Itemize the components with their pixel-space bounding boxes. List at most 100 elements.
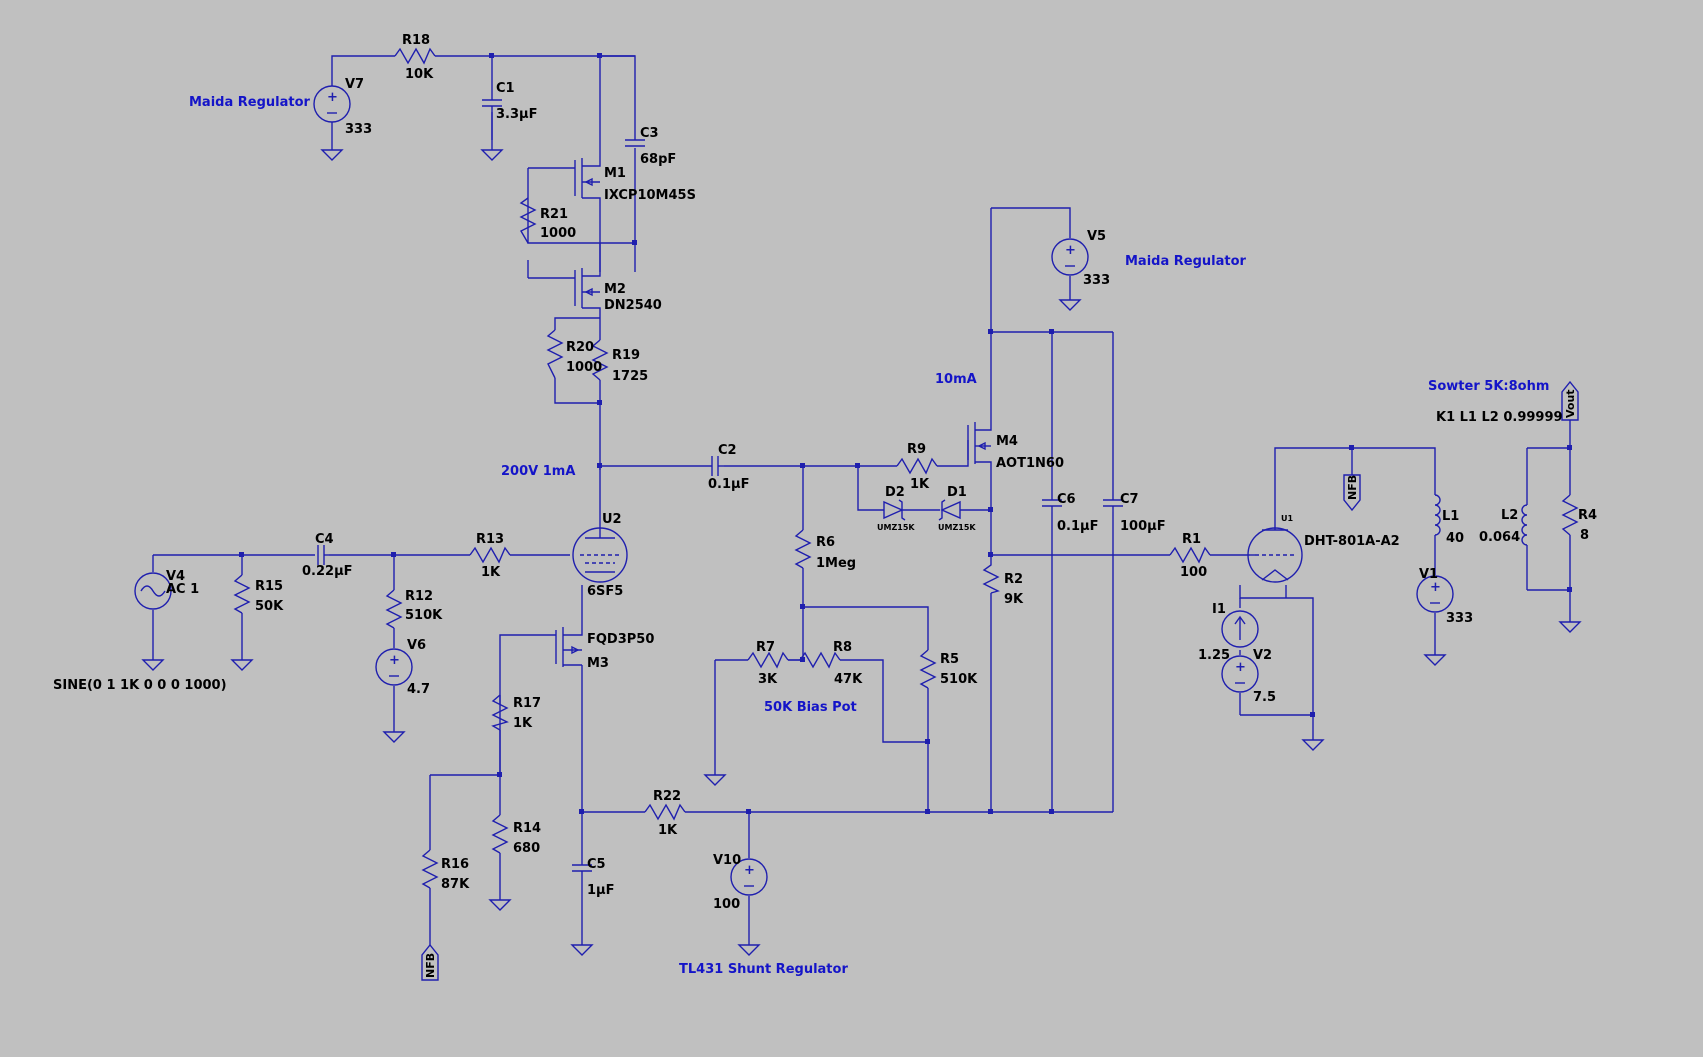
label-r16-name: R16 <box>441 857 469 872</box>
mosfet-M2[interactable] <box>574 268 601 318</box>
label-d1-value: UMZ15K <box>938 523 976 532</box>
label-v5-value: 333 <box>1083 273 1110 288</box>
label-i1-name: I1 <box>1212 602 1226 617</box>
schematic-notes: Maida Regulator Maida Regulator 10mA 200… <box>53 95 1563 977</box>
label-r13-name: R13 <box>476 532 504 547</box>
label-m1-name: M1 <box>604 166 626 181</box>
resistor-R1[interactable] <box>1169 546 1211 564</box>
vacuum-tube-U2[interactable] <box>572 525 628 583</box>
resistor-R6[interactable] <box>794 529 812 569</box>
mosfet-M4[interactable] <box>967 420 992 470</box>
label-m3-name: M3 <box>587 656 609 671</box>
resistor-R17[interactable] <box>491 694 509 731</box>
resistor-R15[interactable] <box>233 574 251 614</box>
label-r18-name: R18 <box>402 33 430 48</box>
resistor-R14[interactable] <box>491 814 509 854</box>
label-c4-name: C4 <box>315 532 334 547</box>
nfb-label: NFB <box>1346 475 1359 500</box>
label-c3-name: C3 <box>640 126 659 141</box>
label-r19-name: R19 <box>612 348 640 363</box>
note-maida-regulator-right: Maida Regulator <box>1125 254 1247 269</box>
capacitor-C1[interactable] <box>482 99 502 140</box>
resistor-R9[interactable] <box>896 457 938 475</box>
voltage-source-V7[interactable]: + <box>313 85 351 123</box>
inductor-L2[interactable] <box>1521 504 1528 546</box>
resistor-R2[interactable] <box>982 555 1000 594</box>
voltage-source-V2[interactable]: + <box>1221 655 1259 693</box>
label-c3-value: 68pF <box>640 152 676 167</box>
label-l1-value: 40 <box>1446 531 1464 546</box>
label-v4-name: V4 <box>166 569 185 584</box>
label-v1-name: V1 <box>1419 567 1438 582</box>
inductor-L1[interactable] <box>1434 494 1441 536</box>
vout-label: Vout <box>1564 389 1577 418</box>
resistor-R19[interactable] <box>591 339 609 381</box>
label-r14-name: R14 <box>513 821 541 836</box>
net-flag-vout[interactable]: Vout <box>1561 380 1579 421</box>
resistor-R8[interactable] <box>788 651 841 669</box>
zener-diode-D1[interactable] <box>938 499 961 521</box>
label-m4-value: AOT1N60 <box>996 456 1064 471</box>
svg-text:+: + <box>327 90 338 105</box>
label-r12-name: R12 <box>405 589 433 604</box>
resistor-R7[interactable] <box>747 651 789 669</box>
mosfet-M3[interactable] <box>555 625 583 667</box>
label-r19-value: 1725 <box>612 369 648 384</box>
label-m4-name: M4 <box>996 434 1018 449</box>
label-r21-value: 1000 <box>540 226 576 241</box>
resistor-R13[interactable] <box>469 546 511 564</box>
note-10ma: 10mA <box>935 372 977 387</box>
label-u2-name: U2 <box>602 512 622 527</box>
label-c2-value: 0.1µF <box>708 477 749 492</box>
label-r7-value: 3K <box>758 672 778 687</box>
junctions <box>239 53 1572 814</box>
voltage-source-V10[interactable]: + <box>730 858 768 896</box>
label-m2-name: M2 <box>604 282 626 297</box>
mosfet-M1[interactable] <box>574 156 601 206</box>
label-v10-value: 100 <box>713 897 740 912</box>
label-c5-value: 1µF <box>587 883 615 898</box>
resistor-R20[interactable] <box>546 329 564 379</box>
current-source-I1[interactable] <box>1221 610 1259 648</box>
label-r13-value: 1K <box>481 565 501 580</box>
resistor-R16[interactable] <box>421 849 439 889</box>
resistor-R21[interactable] <box>519 197 537 244</box>
note-maida-regulator-top: Maida Regulator <box>189 95 311 110</box>
resistor-R22[interactable] <box>644 803 686 821</box>
label-u2-value: 6SF5 <box>587 584 623 599</box>
label-r9-value: 1K <box>910 477 930 492</box>
label-r15-name: R15 <box>255 579 283 594</box>
ac-source-V4[interactable] <box>134 572 172 610</box>
resistor-R4[interactable] <box>1561 494 1579 536</box>
voltage-source-V1[interactable]: + <box>1416 575 1454 613</box>
label-d2-name: D2 <box>885 485 905 500</box>
capacitor-C2[interactable] <box>711 456 724 476</box>
voltage-source-V5[interactable]: + <box>1051 238 1089 276</box>
label-v6-name: V6 <box>407 638 426 653</box>
capacitor-C5[interactable] <box>572 864 592 877</box>
nfb-label: NFB <box>424 953 437 978</box>
label-r20-name: R20 <box>566 340 594 355</box>
label-r6-value: 1Meg <box>816 556 856 571</box>
net-flag-nfb-top[interactable]: NFB <box>1343 474 1361 512</box>
label-r16-value: 87K <box>441 877 470 892</box>
resistor-R12[interactable] <box>385 589 403 629</box>
label-u1-value: DHT-801A-A2 <box>1304 534 1400 549</box>
voltage-source-V6[interactable]: + <box>375 648 413 686</box>
note-200v-1ma: 200V 1mA <box>501 464 575 479</box>
label-r1-value: 100 <box>1180 565 1207 580</box>
note-bias-pot: 50K Bias Pot <box>764 700 857 715</box>
capacitor-C7[interactable] <box>1103 499 1123 512</box>
capacitor-C4[interactable] <box>317 545 329 565</box>
label-r4-value: 8 <box>1580 528 1589 543</box>
capacitor-C6[interactable] <box>1042 499 1062 512</box>
label-r5-value: 510K <box>940 672 978 687</box>
resistor-R18[interactable] <box>394 47 436 65</box>
label-r6-name: R6 <box>816 535 835 550</box>
capacitor-C3[interactable] <box>625 139 645 147</box>
zener-diode-D2[interactable] <box>883 499 906 521</box>
resistor-R5[interactable] <box>919 649 937 689</box>
vacuum-tube-U1[interactable] <box>1247 527 1303 583</box>
net-flag-nfb-bottom[interactable]: NFB <box>421 943 439 981</box>
label-d1-name: D1 <box>947 485 967 500</box>
